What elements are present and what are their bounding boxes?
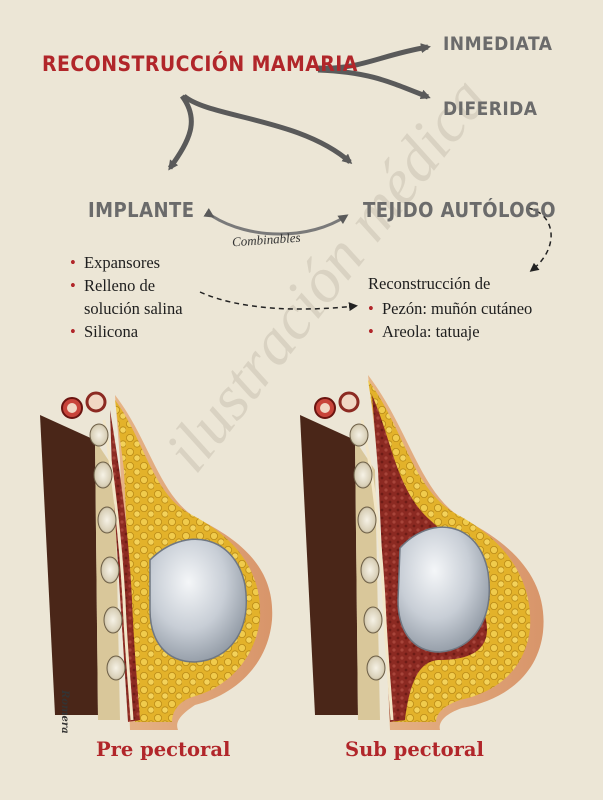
list-item: • Relleno de (70, 274, 183, 297)
list-item: • Pezón: muñón cutáneo (368, 297, 532, 320)
list-item: • Areola: tatuaje (368, 320, 532, 343)
branch-implante: IMPLANTE (88, 198, 195, 222)
dashed-arrow-tejido-to-recon (527, 207, 552, 272)
bullet-icon: • (368, 299, 374, 318)
list-item-text: Relleno de (84, 276, 156, 295)
bullet-icon: • (70, 322, 76, 341)
caption-sub-pectoral: Sub pectoral (345, 738, 484, 761)
list-item-text: Silicona (84, 322, 139, 341)
branch-diferida: DIFERIDA (443, 98, 538, 120)
arrow-to-diferida (317, 67, 431, 100)
sub-pectoral-illustration (300, 375, 544, 730)
list-item-continuation: solución salina (70, 297, 183, 320)
bullet-icon: • (368, 322, 374, 341)
list-item-text: solución salina (84, 299, 183, 318)
branch-tejido-autologo: TEJIDO AUTÓLOGO (363, 198, 557, 222)
pre-pectoral-illustration (40, 391, 273, 730)
branch-inmediata: INMEDIATA (443, 33, 553, 55)
artist-signature: Romera (59, 690, 70, 734)
list-item-text: Areola: tatuaje (382, 322, 480, 341)
nipple-reconstruction-list: • Pezón: muñón cutáneo • Areola: tatuaje (368, 297, 532, 343)
diagram-title: RECONSTRUCCIÓN MAMARIA (42, 52, 358, 76)
arrow-to-tejido (182, 93, 353, 164)
dashed-arrow-implant-to-recon (199, 291, 358, 312)
nipple-reconstruction-title: Reconstrucción de (368, 274, 491, 293)
bullet-icon: • (70, 276, 76, 295)
list-item-text: Expansores (84, 253, 161, 272)
combinables-arrow (203, 208, 349, 236)
list-item: • Silicona (70, 320, 183, 343)
bullet-icon: • (70, 253, 76, 272)
list-item-text: Pezón: muñón cutáneo (382, 299, 533, 318)
arrow-to-inmediata (317, 43, 431, 71)
caption-pre-pectoral: Pre pectoral (96, 738, 231, 761)
implant-types-list: •Expansores •Relleno de solución salina … (70, 251, 183, 343)
list-item: • Expansores (70, 251, 183, 274)
arrow-to-implante (167, 94, 194, 171)
